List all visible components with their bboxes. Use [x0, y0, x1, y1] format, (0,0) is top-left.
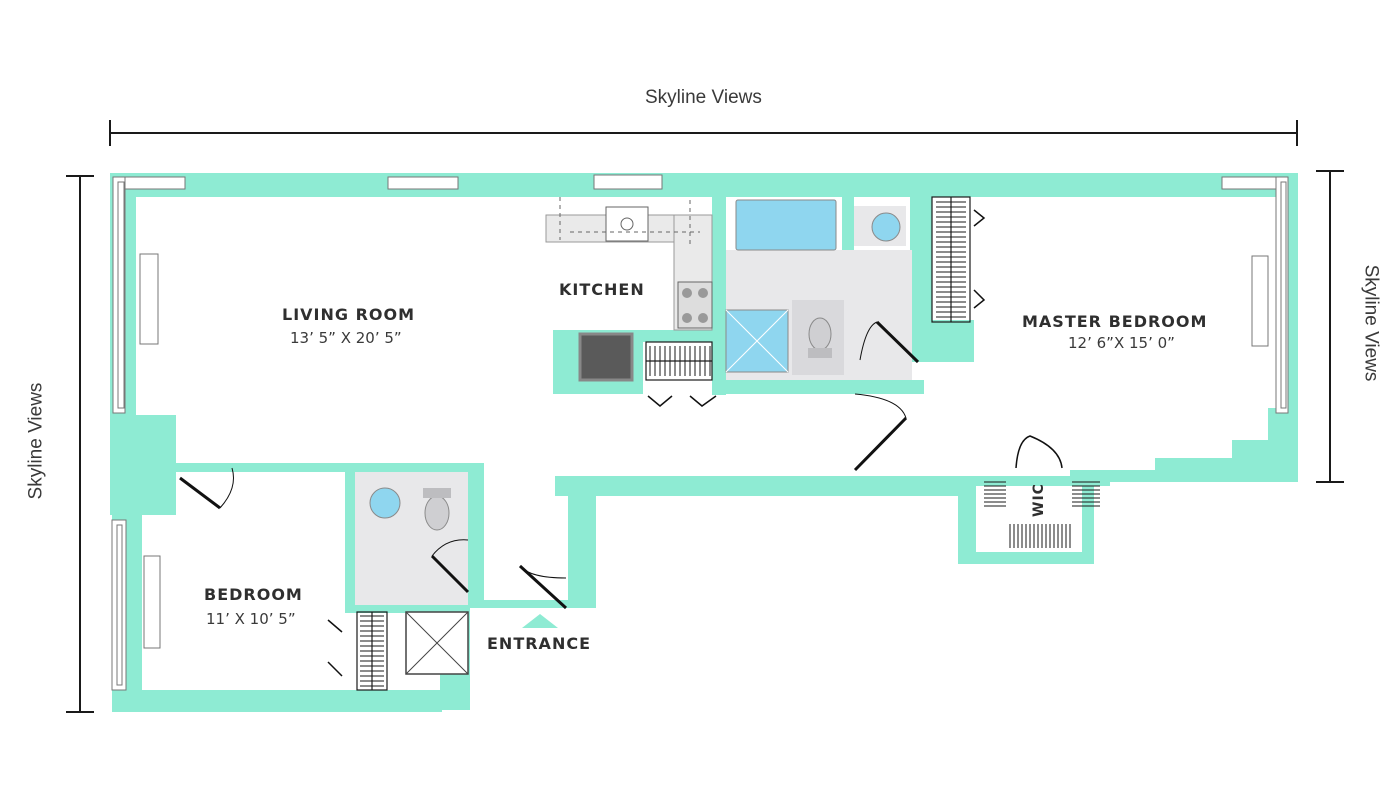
radiator [1251, 255, 1269, 347]
sink [871, 212, 901, 242]
closet-rods [360, 201, 1100, 687]
toilet [808, 317, 832, 351]
kitchen-label: KITCHEN [559, 280, 645, 299]
door [875, 320, 920, 364]
bathtub [735, 199, 837, 251]
window [387, 176, 459, 190]
windows [111, 174, 1289, 691]
door [430, 554, 470, 594]
living-room-size: 13’ 5” X 20’ 5” [290, 329, 402, 347]
window [1280, 181, 1287, 409]
dimension-lines [66, 120, 1344, 713]
door [179, 476, 221, 510]
range [578, 332, 634, 382]
door [853, 416, 908, 472]
door [1015, 435, 1063, 469]
window [1275, 176, 1289, 414]
bedroom-size: 11’ X 10’ 5” [206, 610, 296, 628]
bath-areas [355, 199, 912, 675]
entrance-door [518, 564, 568, 610]
wic-label: WIC [1030, 483, 1047, 517]
radiator [139, 253, 159, 345]
master-bedroom-label: MASTER BEDROOM [1022, 312, 1208, 331]
toilet [424, 495, 450, 531]
window [117, 181, 125, 409]
entrance-marker [522, 614, 558, 628]
right-dimension-label: Skyline Views [1360, 264, 1382, 382]
window [593, 174, 663, 190]
living-room-label: LIVING ROOM [282, 305, 416, 324]
sink [369, 487, 401, 519]
window [111, 519, 127, 691]
radiator [143, 555, 161, 649]
top-dimension-label: Skyline Views [645, 87, 762, 108]
bedroom-label: BEDROOM [204, 585, 303, 604]
window [112, 176, 126, 414]
entrance-label: ENTRANCE [487, 634, 591, 653]
left-dimension-label: Skyline Views [25, 382, 47, 500]
kitchen-fixtures [545, 197, 713, 382]
kitchen-sink [605, 206, 649, 242]
master-bedroom-size: 12’ 6”X 15’ 0” [1068, 334, 1175, 352]
doors [179, 209, 1063, 677]
window [116, 524, 123, 686]
